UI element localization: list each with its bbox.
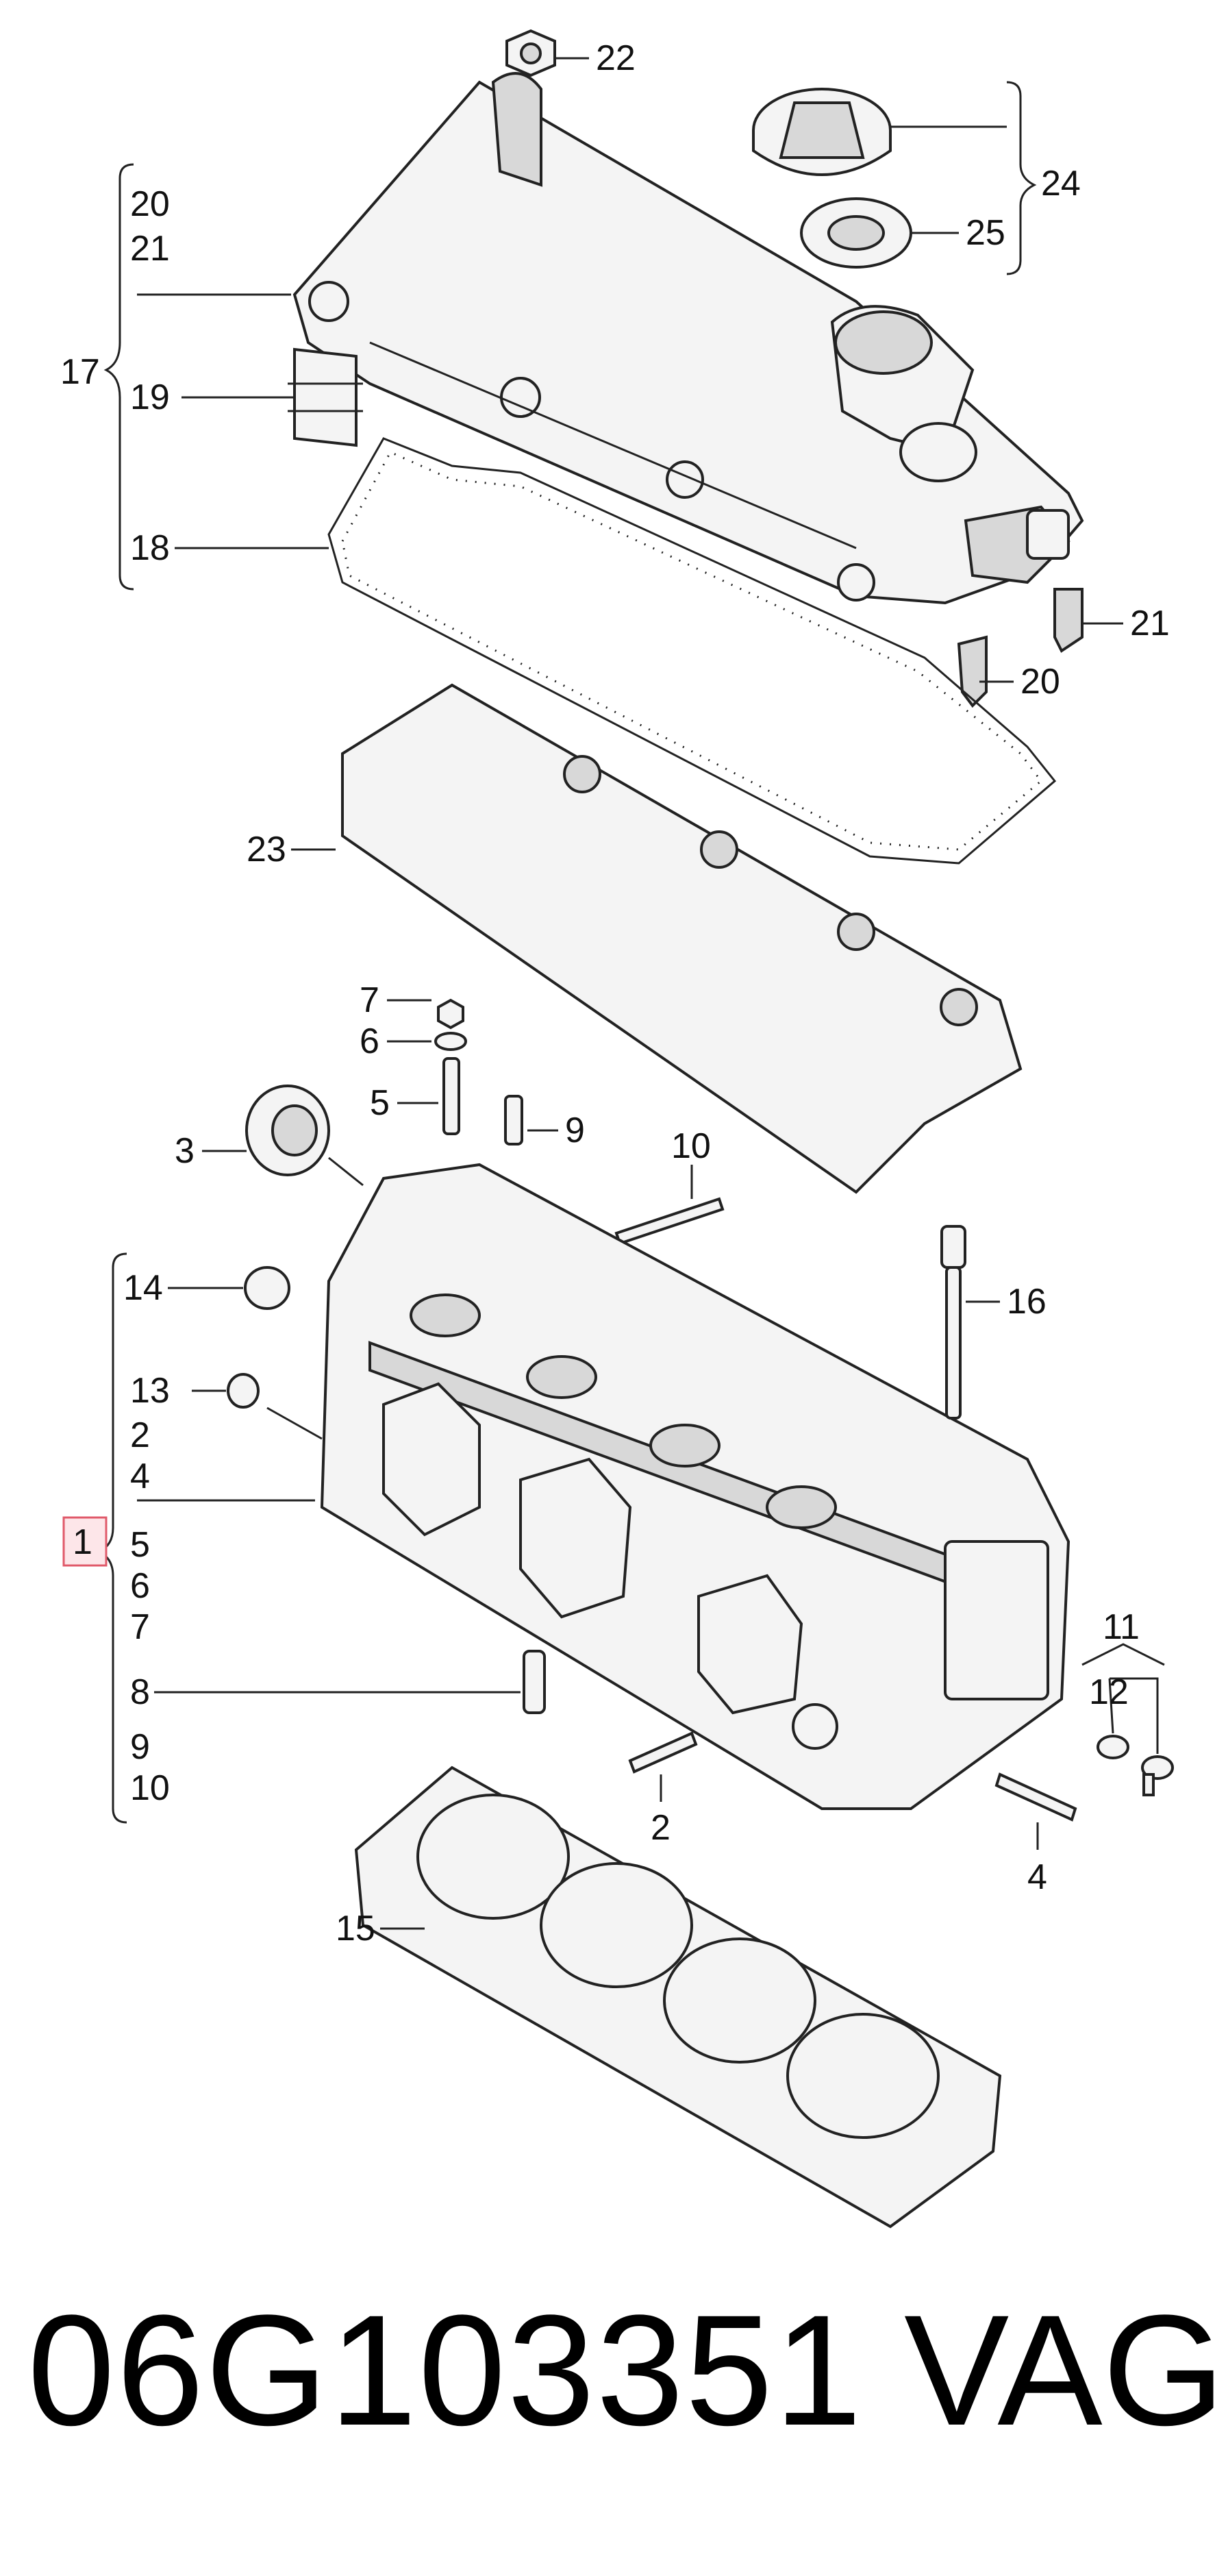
callout-19[interactable]: 19	[130, 377, 170, 417]
callout-2[interactable]: 2	[130, 1415, 150, 1455]
leader-lines	[137, 57, 1159, 1930]
callout-5-group[interactable]: 5	[130, 1525, 150, 1565]
callout-17[interactable]: 17	[60, 352, 100, 392]
screw-11	[1141, 1755, 1174, 1796]
nut-7	[437, 998, 464, 1030]
callout-22[interactable]: 22	[596, 38, 636, 78]
callout-12[interactable]: 12	[1089, 1672, 1129, 1712]
bolt-4	[994, 1772, 1077, 1822]
callout-6[interactable]: 6	[360, 1021, 379, 1061]
callout-5[interactable]: 5	[370, 1083, 390, 1123]
cylinder-head	[320, 1163, 1070, 1810]
callout-2-lower[interactable]: 2	[651, 1808, 671, 1848]
valve-cover-gasket	[327, 437, 1057, 865]
callout-15[interactable]: 15	[336, 1909, 375, 1948]
callout-20-lower[interactable]: 20	[1020, 662, 1060, 702]
callout-8[interactable]: 8	[130, 1672, 150, 1712]
clip-19	[288, 347, 363, 447]
callout-14[interactable]: 14	[123, 1268, 163, 1308]
callout-23[interactable]: 23	[247, 830, 286, 869]
callout-9-group[interactable]: 9	[130, 1727, 150, 1767]
plug-13	[227, 1373, 260, 1409]
seal-ring-25	[800, 197, 912, 269]
shaft-seal-3	[245, 1085, 330, 1176]
callout-18[interactable]: 18	[130, 528, 170, 568]
part-number: 06G103351	[27, 2282, 864, 2458]
head-gasket	[354, 1766, 1002, 2229]
brand-label: VAG	[904, 2282, 1215, 2458]
valve-cover	[292, 72, 1084, 605]
dowel-9	[504, 1095, 523, 1145]
plug-14	[244, 1266, 290, 1310]
callout-7-group[interactable]: 7	[130, 1607, 150, 1647]
callout-9[interactable]: 9	[565, 1111, 585, 1150]
oil-baffle-23	[341, 683, 1023, 1194]
head-bolt-16	[940, 1225, 966, 1420]
callout-3[interactable]: 3	[175, 1131, 195, 1171]
stud-2	[628, 1731, 698, 1774]
callout-24[interactable]: 24	[1041, 164, 1081, 203]
callout-6-group[interactable]: 6	[130, 1566, 150, 1606]
highlight-box-1	[62, 1516, 108, 1567]
callout-10-group[interactable]: 10	[130, 1768, 170, 1808]
callout-21[interactable]: 21	[130, 229, 170, 269]
bracket-21	[1053, 588, 1084, 653]
callout-4-lower[interactable]: 4	[1027, 1857, 1047, 1897]
washer-12	[1097, 1735, 1129, 1759]
stud-10	[614, 1197, 725, 1246]
footer: 06G103351 VAG	[0, 2281, 1215, 2460]
callout-20[interactable]: 20	[130, 184, 170, 224]
oil-filler-cap	[752, 88, 892, 176]
bushing-8	[523, 1650, 546, 1714]
callout-16[interactable]: 16	[1007, 1282, 1047, 1322]
callout-1[interactable]: 1	[73, 1522, 92, 1562]
callout-4[interactable]: 4	[130, 1457, 150, 1496]
bracket-20	[957, 635, 988, 708]
washer-6	[434, 1032, 467, 1051]
callout-13[interactable]: 13	[130, 1371, 170, 1411]
callout-25[interactable]: 25	[966, 213, 1005, 253]
callout-21-lower[interactable]: 21	[1130, 604, 1170, 643]
callout-10[interactable]: 10	[671, 1126, 711, 1166]
callout-11[interactable]: 11	[1103, 1607, 1140, 1647]
stud-5	[442, 1057, 460, 1135]
callout-labels: 22 24 25 20 21 17 19 18 21 20 23 7 6 5 9…	[60, 38, 1170, 1948]
callout-7[interactable]: 7	[360, 980, 379, 1020]
nut-22	[505, 29, 556, 77]
